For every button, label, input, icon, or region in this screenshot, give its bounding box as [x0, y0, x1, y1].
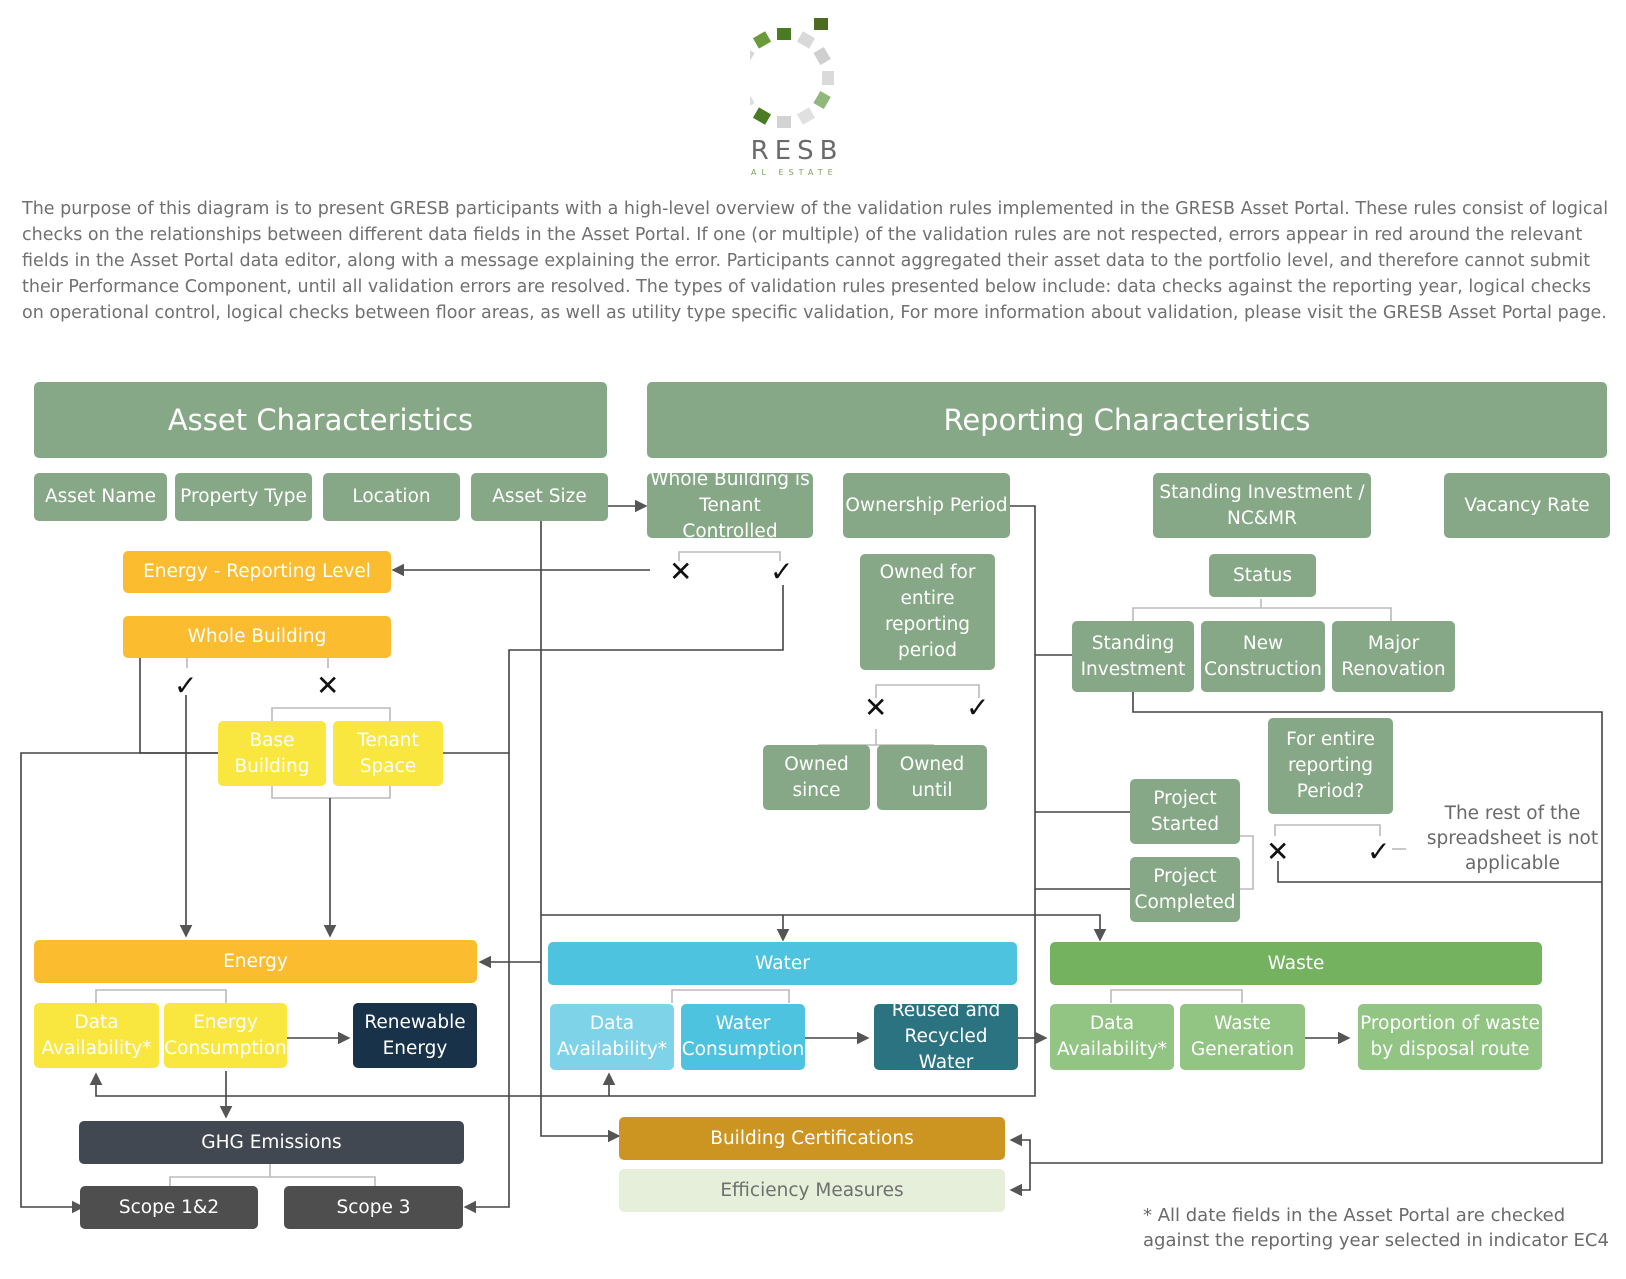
owned-since-box: Owned since [763, 745, 870, 810]
energy-box: Energy [34, 940, 477, 983]
status-box: Status [1209, 554, 1316, 597]
building-certifications-box: Building Certifications [619, 1117, 1005, 1160]
intro-text: The purpose of this diagram is to presen… [22, 199, 1609, 323]
ghg-emissions-box: GHG Emissions [79, 1121, 464, 1164]
project-started-box: Project Started [1130, 779, 1240, 844]
cross-mark-whole-building: ✕ [316, 669, 340, 702]
footnote: * All date fields in the Asset Portal ar… [1143, 1205, 1609, 1251]
scope-3-box: Scope 3 [284, 1186, 463, 1229]
water-consumption-box: Water Consumption [681, 1004, 805, 1070]
vacancy-rate-box: Vacancy Rate [1444, 473, 1610, 538]
location-box: Location [323, 473, 460, 521]
check-mark-owned: ✓ [966, 691, 990, 724]
header-reporting-characteristics: Reporting Characteristics [647, 382, 1607, 458]
project-completed-box: Project Completed [1130, 857, 1240, 922]
base-building-box: Base Building [218, 721, 326, 786]
logo-subtitle: REAL ESTATE [750, 168, 838, 177]
check-mark-tenant: ✓ [770, 555, 794, 588]
asset-size-box: Asset Size [471, 473, 608, 521]
waste-box: Waste [1050, 942, 1542, 985]
energy-consumption-box: Energy Consumption [164, 1003, 287, 1068]
check-mark-whole-building: ✓ [174, 669, 198, 702]
asset-name-box: Asset Name [34, 473, 167, 521]
tenant-controlled-box: Whole Building is Tenant Controlled [647, 469, 813, 542]
standing-nc-box: Standing Investment / NC&MR [1153, 473, 1371, 538]
header-asset-characteristics: Asset Characteristics [34, 382, 607, 458]
cross-mark-period: ✕ [1266, 835, 1290, 868]
energy-reporting-level-box: Energy - Reporting Level [123, 551, 391, 593]
scope-12-box: Scope 1&2 [80, 1186, 258, 1229]
standing-investment-box: Standing Investment [1072, 621, 1194, 692]
major-renovation-box: Major Renovation [1332, 621, 1455, 692]
reused-recycled-water-box: Reused and Recycled Water [874, 1000, 1018, 1073]
rest-not-applicable-note: The rest of the spreadsheet is not appli… [1426, 803, 1599, 874]
owned-until-box: Owned until [877, 745, 987, 810]
renewable-energy-box: Renewable Energy [353, 1003, 477, 1068]
property-type-box: Property Type [175, 473, 312, 521]
new-construction-box: New Construction [1201, 621, 1325, 692]
ownership-period-box: Ownership Period [843, 473, 1010, 538]
cross-mark-tenant: ✕ [669, 555, 693, 588]
efficiency-measures-box: Efficiency Measures [619, 1169, 1005, 1212]
cross-mark-owned: ✕ [864, 691, 888, 724]
tenant-space-box: Tenant Space [333, 721, 443, 786]
check-mark-period: ✓ [1367, 835, 1391, 868]
water-data-availability-box: Data Availability* [550, 1004, 674, 1070]
waste-proportion-box: Proportion of waste by disposal route [1358, 1004, 1542, 1070]
owned-entire-period-box: Owned for entire reporting period [860, 554, 995, 670]
waste-generation-box: Waste Generation [1180, 1004, 1305, 1070]
whole-building-box: Whole Building [123, 616, 391, 658]
entire-period-box: For entire reporting Period? [1268, 718, 1393, 814]
energy-data-availability-box: Data Availability* [34, 1003, 159, 1068]
water-box: Water [548, 942, 1017, 985]
waste-data-availability-box: Data Availability* [1050, 1004, 1174, 1070]
